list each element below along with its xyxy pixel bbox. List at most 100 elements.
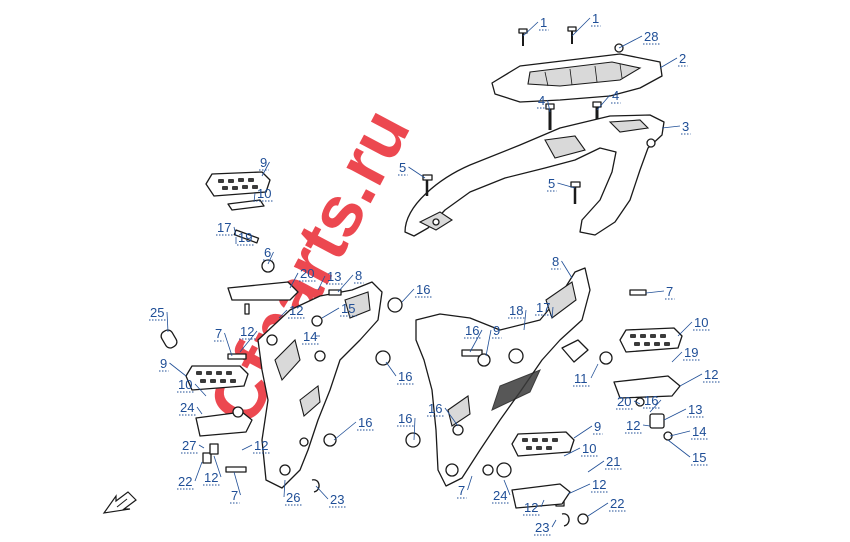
callout-leader-line	[241, 444, 253, 451]
callout-leader-line	[224, 332, 233, 357]
callout-number-11: 11	[574, 371, 588, 386]
callout-leader-line	[503, 479, 511, 496]
callout-number-15: 15	[692, 450, 706, 465]
callout-number-13: 13	[688, 402, 702, 417]
left-upper-footpeg	[205, 171, 299, 315]
right-lower-footpeg	[511, 431, 575, 509]
callout-number-6: 6	[264, 245, 271, 260]
callout-number-28: 28	[644, 29, 658, 44]
callout-leader-line	[551, 306, 554, 319]
callout-number-12: 12	[626, 418, 640, 433]
callout-number-8: 8	[355, 268, 362, 283]
callout-number-4: 4	[538, 93, 545, 108]
grab-handle-frame	[404, 114, 665, 237]
callout-leader-line	[618, 35, 643, 49]
callout-number-12: 12	[524, 500, 538, 515]
callout-leader-line	[233, 226, 237, 237]
callout-number-12: 12	[254, 438, 268, 453]
luggage-rack-top-plate	[491, 53, 663, 103]
callout-number-10: 10	[694, 315, 708, 330]
callout-leader-line	[649, 399, 662, 413]
callout-leader-line	[677, 321, 693, 337]
callout-leader-line	[467, 475, 473, 491]
callout-leader-line	[261, 161, 270, 177]
callout-leader-line	[596, 94, 611, 111]
callout-leader-line	[213, 455, 222, 478]
callout-number-5: 5	[399, 160, 406, 175]
callout-number-16: 16	[465, 323, 479, 338]
callout-number-12: 12	[289, 303, 303, 318]
callout-leader-line	[567, 483, 591, 495]
callout-leader-line	[337, 274, 354, 293]
callout-number-24: 24	[180, 400, 194, 415]
callout-leader-line	[642, 424, 651, 427]
callout-leader-line	[196, 406, 203, 415]
callout-leader-line	[571, 17, 591, 37]
callout-number-8: 8	[552, 254, 559, 269]
callout-number-1: 1	[592, 11, 599, 26]
callout-number-16: 16	[398, 369, 412, 384]
left-lower-footpeg	[185, 365, 253, 437]
callout-leader-line	[540, 499, 545, 508]
callout-leader-line	[551, 519, 557, 528]
callout-number-10: 10	[257, 186, 271, 201]
rack-mounting-screws	[518, 26, 624, 53]
callout-leader-line	[289, 272, 299, 289]
callout-number-18: 18	[509, 303, 523, 318]
callout-number-23: 23	[330, 492, 344, 507]
callout-number-25: 25	[150, 305, 164, 320]
callout-number-4: 4	[612, 88, 619, 103]
callout-number-7: 7	[231, 488, 238, 503]
callout-number-12: 12	[592, 477, 606, 492]
callout-number-22: 22	[610, 496, 624, 511]
callout-leader-line	[321, 307, 340, 319]
callout-leader-line	[522, 21, 539, 37]
callout-leader-line	[283, 479, 286, 498]
callout-leader-line	[239, 330, 258, 353]
callout-number-21: 21	[606, 454, 620, 469]
callout-number-20: 20	[617, 394, 631, 409]
callout-number-16: 16	[416, 282, 430, 297]
callout-leader-line	[444, 407, 459, 427]
callout-leader-line	[563, 447, 581, 457]
callout-number-12: 12	[704, 367, 718, 382]
callout-leader-line	[557, 182, 576, 189]
callout-leader-line	[413, 417, 416, 441]
callout-leader-line	[333, 421, 357, 441]
callout-number-10: 10	[582, 441, 596, 456]
callout-leader-line	[523, 309, 527, 331]
callout-number-20: 20	[300, 266, 314, 281]
callout-leader-line	[315, 485, 329, 500]
callout-number-26: 26	[286, 490, 300, 505]
callout-number-17: 17	[217, 220, 231, 235]
callout-number-16: 16	[644, 393, 658, 408]
callout-number-14: 14	[303, 329, 317, 344]
callout-leader-line	[671, 351, 683, 363]
frame-bolts	[422, 174, 581, 204]
callout-leader-line	[561, 260, 573, 279]
right-upper-footpeg	[613, 327, 683, 441]
callout-leader-line	[169, 362, 187, 377]
callout-number-9: 9	[594, 419, 601, 434]
callout-number-27: 27	[182, 438, 196, 453]
callout-number-1: 1	[540, 15, 547, 30]
callout-number-13: 13	[327, 269, 341, 284]
callout-leader-line	[194, 383, 207, 397]
callout-leader-line	[278, 309, 288, 319]
callout-number-19: 19	[684, 345, 698, 360]
left-footrest-bracket	[257, 281, 383, 489]
callout-number-2: 2	[679, 51, 686, 66]
callout-number-22: 22	[178, 474, 192, 489]
callout-leader-line	[485, 329, 492, 357]
callout-number-16: 16	[428, 401, 442, 416]
callout-leader-line	[198, 444, 205, 449]
callout-number-19: 19	[238, 230, 252, 245]
callout-leader-line	[633, 400, 641, 405]
callout-number-7: 7	[215, 326, 222, 341]
callout-number-7: 7	[666, 284, 673, 299]
callout-number-12: 12	[204, 470, 218, 485]
callout-leader-line	[590, 363, 599, 379]
